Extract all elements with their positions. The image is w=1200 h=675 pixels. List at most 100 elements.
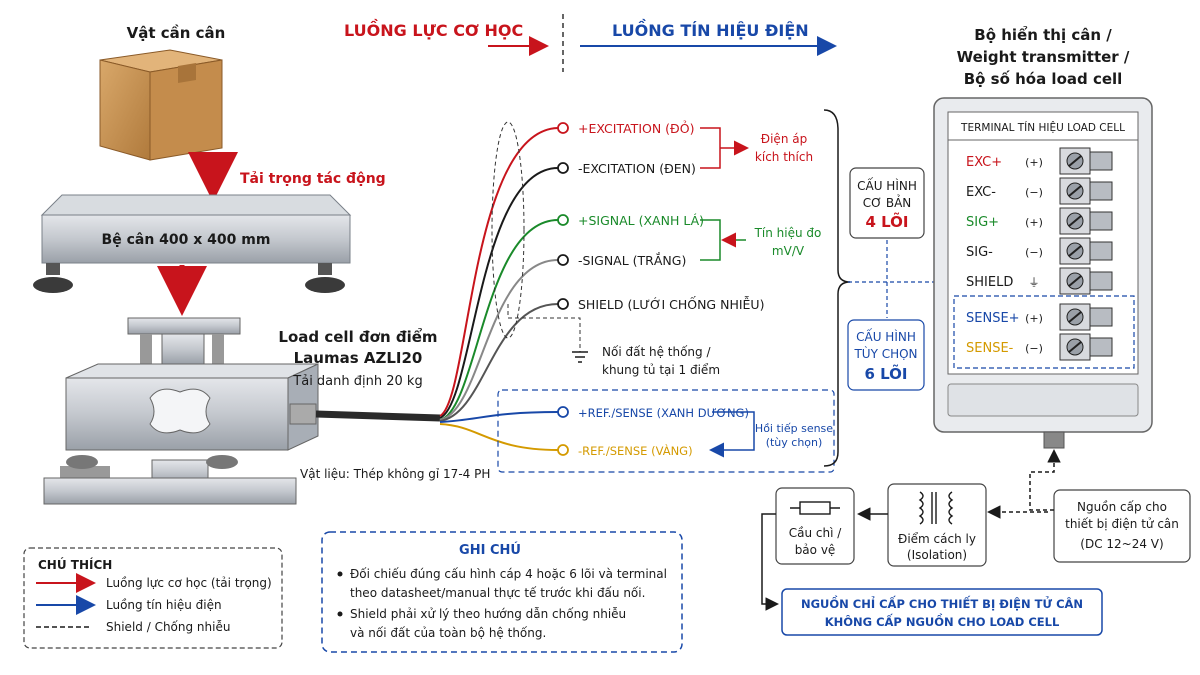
note-line-4: và nối đất của toàn bộ hệ thống.: [350, 626, 546, 640]
power-note-1: NGUỒN CHỈ CẤP CHO THIẾT BỊ ĐIỆN TỬ CÂN: [801, 594, 1083, 611]
note-line-2: theo datasheet/manual thực tế trước khi …: [350, 586, 645, 600]
platform-label: Bệ cân 400 x 400 mm: [102, 232, 271, 248]
supply-1: Nguồn cấp cho: [1077, 500, 1167, 514]
transmitter-title-3: Bộ số hóa load cell: [964, 69, 1123, 88]
terminal-clamp-4: [1089, 271, 1113, 291]
terminal-clamp-5: [1089, 307, 1113, 327]
load-label: Tải trọng tác động: [240, 171, 386, 187]
fuse-box: [775, 487, 855, 565]
terminal-row-6: SENSE- (−): [966, 333, 1113, 361]
wire-sig-minus: -SIGNAL (TRẮNG): [578, 252, 686, 268]
terminal-sign-4: ⏚: [1029, 276, 1040, 289]
terminal-clamp-3: [1089, 241, 1113, 261]
terminal-row-2: SIG+ (+): [966, 207, 1113, 235]
terminal-rows: EXC+(+)EXC-(−)SIG+(+)SIG-(−)SHIELD⏚SENSE…: [966, 147, 1113, 361]
supply-3: (DC 12~24 V): [1080, 537, 1163, 551]
note-bullet-2: [337, 611, 343, 617]
terminal-row-5: SENSE+ (+): [966, 303, 1113, 331]
signal-bracket: [700, 219, 746, 261]
supply-line: [1029, 449, 1061, 511]
terminal-header: TERMINAL TÍN HIỆU LOAD CELL: [960, 121, 1125, 134]
wire-group-brace: [823, 109, 851, 467]
terminal-sign-1: (−): [1025, 186, 1043, 199]
note-box: [321, 531, 683, 653]
material-label: Vật liệu: Thép không gỉ 17-4 PH: [300, 467, 490, 481]
sense-bracket: [709, 411, 755, 458]
isolation-2: (Isolation): [907, 548, 967, 562]
wire-exc-plus: +EXCITATION (ĐỎ): [578, 120, 694, 136]
terminal-screw-slot-2: [1068, 215, 1082, 227]
terminal-screw-slot-5: [1068, 311, 1082, 323]
config-optional-1: CẤU HÌNH: [856, 328, 916, 344]
note-line-1: Đối chiếu đúng cấu hình cáp 4 hoặc 6 lõi…: [350, 567, 667, 581]
gland: [1043, 431, 1065, 449]
terminal-name-4: SHIELD: [966, 275, 1013, 290]
isolation-box: [887, 483, 987, 567]
wire-sense-plus: +REF./SENSE (XANH DƯƠNG): [578, 406, 749, 420]
electrical-flow-title: LUỒNG TÍN HIỆU ĐIỆN: [612, 18, 809, 40]
terminal-screw-slot-4: [1068, 275, 1082, 287]
isolation-1: Điểm cách ly: [898, 532, 976, 546]
transmitter-display: [947, 383, 1139, 417]
transmitter-title-2: Weight transmitter /: [957, 48, 1130, 66]
terminal-sign-6: (−): [1025, 342, 1043, 355]
terminal-sign-5: (+): [1025, 312, 1043, 325]
note-title: GHI CHÚ: [459, 542, 521, 558]
terminal-screw-slot-0: [1068, 155, 1082, 167]
note-line-3: Shield phải xử lý theo hướng dẫn chống n…: [350, 607, 626, 621]
terminal-screw-slot-1: [1068, 185, 1082, 197]
loadcell-line3: Tải danh định 20 kg: [292, 374, 422, 389]
terminal-clamp-0: [1089, 151, 1113, 171]
terminal-sign-2: (+): [1025, 216, 1043, 229]
terminal-row-1: EXC- (−): [966, 177, 1113, 205]
fuse-icon: [790, 501, 840, 515]
legend-title: CHÚ THÍCH: [38, 557, 112, 572]
cardboard-box: [99, 49, 223, 161]
signal-note-2: mV/V: [772, 244, 805, 258]
sense-terminal-group: [953, 295, 1135, 369]
legend-elec-label: Luồng tín hiệu điện: [106, 598, 222, 612]
power-note-2: KHÔNG CẤP NGUỒN CHO LOAD CELL: [825, 612, 1060, 629]
terminal-name-6: SENSE-: [966, 341, 1014, 356]
config-optional-3: 6 LÕI: [864, 364, 907, 383]
supply-2: thiết bị điện tử cân: [1065, 517, 1179, 531]
terminal-clamp-2: [1089, 211, 1113, 231]
fuse-output-line: [761, 513, 779, 611]
loadcell-line2: Laumas AZLI20: [294, 349, 423, 367]
config-basic-1: CẤU HÌNH: [857, 177, 917, 193]
wire-fan: [439, 121, 581, 451]
cable: [315, 410, 441, 422]
mechanical-flow-title: LUỒNG LỰC CƠ HỌC: [344, 18, 523, 40]
terminal-sign-3: (−): [1025, 246, 1043, 259]
loadcell-line1: Load cell đơn điểm: [278, 327, 437, 346]
terminal-row-0: EXC+(+): [966, 147, 1113, 175]
sense-note-2: (tùy chọn): [766, 436, 823, 449]
legend-mech-label: Luồng lực cơ học (tải trọng): [106, 576, 272, 590]
config-basic-2: CƠ BẢN: [863, 194, 912, 210]
terminal-screw-slot-3: [1068, 245, 1082, 257]
ground-note-1: Nối đất hệ thống /: [602, 345, 711, 359]
ground-symbol: [572, 351, 588, 363]
fuse-1: Cầu chì /: [789, 526, 843, 540]
weighing-platform: [33, 194, 352, 293]
fuse-2: bảo vệ: [795, 543, 836, 557]
excitation-bracket: [700, 127, 746, 169]
terminal-screw-slot-6: [1068, 341, 1082, 353]
ground-note-2: khung tủ tại 1 điểm: [602, 363, 720, 377]
config-basic-box: [849, 167, 925, 239]
terminal-clamp-6: [1089, 337, 1113, 357]
transformer-icon: [918, 491, 954, 525]
terminal-name-5: SENSE+: [966, 311, 1020, 326]
wire-sig-plus: +SIGNAL (XANH LÁ): [578, 213, 704, 228]
excitation-note-2: kích thích: [755, 150, 813, 164]
power-note-box: [781, 588, 1103, 636]
sense-note-1: Hồi tiếp sense: [755, 422, 833, 435]
terminal-sign-0: (+): [1025, 156, 1043, 169]
legend-shield-label: Shield / Chống nhiễu: [106, 620, 230, 634]
wire-sense-minus: -REF./SENSE (VÀNG): [578, 443, 693, 458]
config-optional-2: TÙY CHỌN: [853, 346, 917, 361]
terminal-name-2: SIG+: [966, 215, 999, 230]
wire-shield: SHIELD (LƯỚI CHỐNG NHIỄU): [578, 296, 764, 312]
terminal-name-1: EXC-: [966, 185, 996, 200]
